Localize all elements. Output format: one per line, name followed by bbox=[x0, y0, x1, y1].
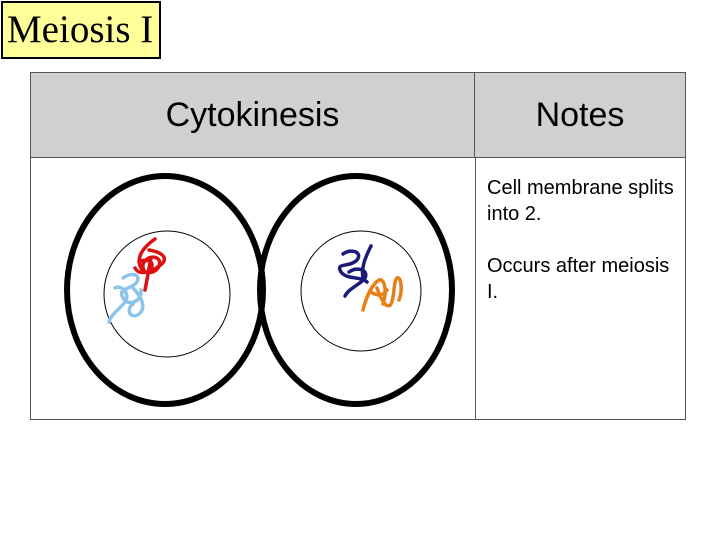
cell-membrane-left bbox=[64, 173, 266, 407]
nucleus-right bbox=[300, 230, 422, 352]
column-divider bbox=[475, 157, 476, 419]
slide-title: Meiosis I bbox=[1, 1, 161, 59]
chromosome-red bbox=[133, 237, 167, 292]
note-occurs-after: Occurs after meiosis I. bbox=[487, 255, 670, 303]
chromosome-light-blue bbox=[107, 272, 145, 324]
notes-cell: Cell membrane splits into 2. Occurs afte… bbox=[487, 175, 683, 331]
chromosome-dark-blue bbox=[337, 244, 373, 298]
note-membrane-splits: Cell membrane splits into 2. bbox=[487, 177, 674, 225]
cytokinesis-diagram-cell bbox=[31, 158, 475, 419]
chromosome-orange bbox=[361, 276, 403, 312]
cell-membrane-right bbox=[257, 173, 455, 407]
header-cytokinesis: Cytokinesis bbox=[31, 73, 475, 157]
header-notes: Notes bbox=[475, 73, 685, 157]
content-table: Cytokinesis Notes Cell membrane splits i… bbox=[30, 72, 686, 420]
header-divider bbox=[31, 157, 685, 158]
cytokinesis-diagram bbox=[64, 173, 455, 407]
nucleus-left bbox=[103, 230, 231, 358]
